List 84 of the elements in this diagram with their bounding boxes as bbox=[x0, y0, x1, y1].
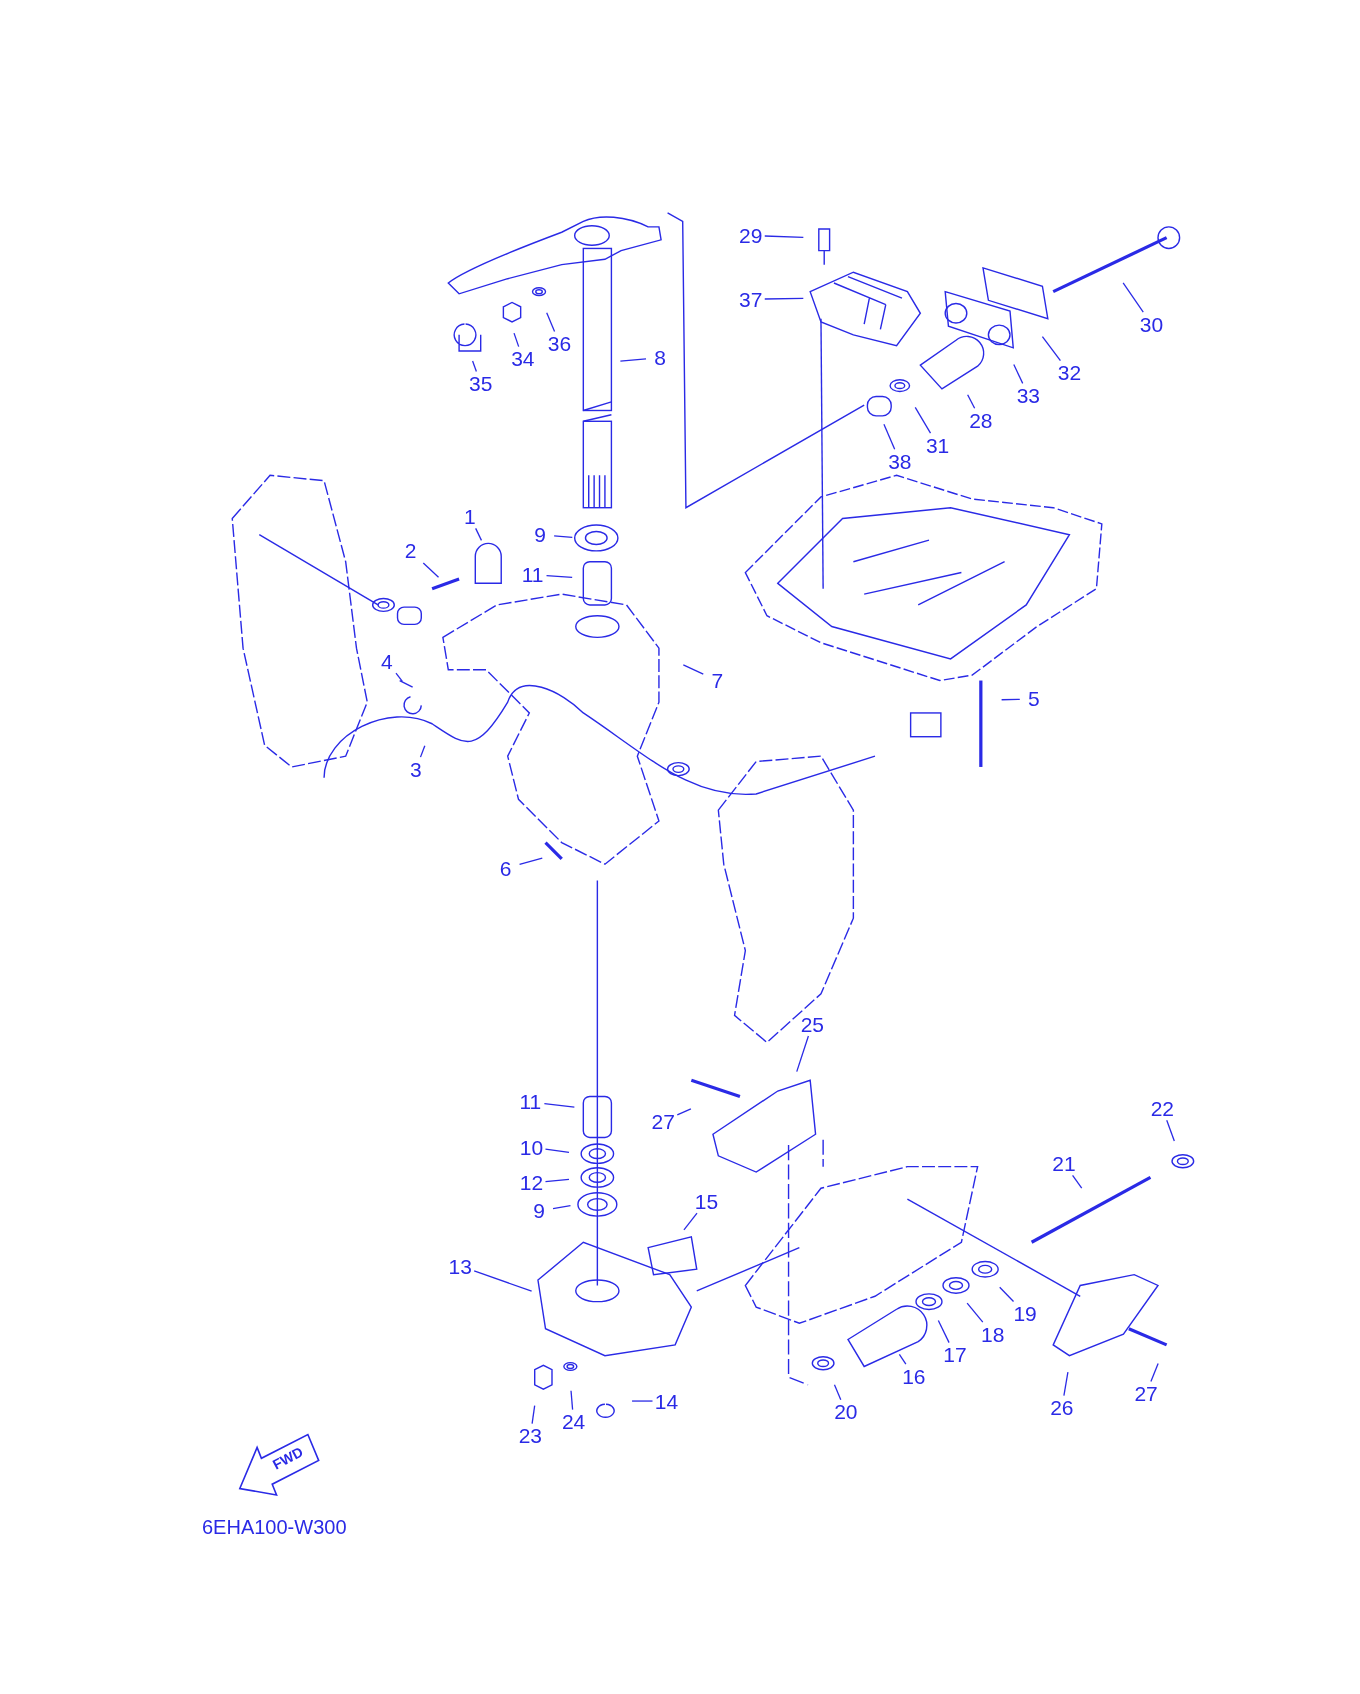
leader-line bbox=[531, 1404, 536, 1425]
callout-number: 38 bbox=[885, 449, 914, 474]
leader-line bbox=[513, 332, 520, 348]
callout-number: 33 bbox=[1014, 383, 1043, 408]
callout-number: 36 bbox=[545, 331, 574, 356]
leader-line bbox=[553, 535, 573, 538]
leader-line bbox=[546, 312, 556, 333]
leader-line bbox=[682, 664, 704, 675]
callout-number: 23 bbox=[516, 1423, 545, 1448]
callout-number: 21 bbox=[1050, 1151, 1078, 1176]
leader-line bbox=[543, 1102, 576, 1108]
callout-number: 28 bbox=[966, 408, 995, 433]
leader-line bbox=[937, 1319, 950, 1344]
callout-number: 25 bbox=[798, 1012, 827, 1037]
callout-number: 30 bbox=[1137, 312, 1166, 337]
leader-line bbox=[471, 360, 478, 373]
callout-number: 1 bbox=[455, 504, 484, 529]
leader-line bbox=[473, 1270, 533, 1292]
leader-line bbox=[1150, 1362, 1159, 1383]
leader-line bbox=[570, 1390, 574, 1411]
leader-line bbox=[631, 1400, 654, 1402]
leader-line bbox=[883, 423, 896, 450]
callout-number: 22 bbox=[1148, 1096, 1177, 1121]
leader-line bbox=[544, 1148, 570, 1154]
callout-number: 32 bbox=[1055, 360, 1084, 385]
leader-line bbox=[796, 1035, 810, 1073]
callout-number: 37 bbox=[736, 287, 765, 312]
callout-number: 16 bbox=[899, 1364, 928, 1389]
callout-number: 10 bbox=[517, 1135, 546, 1160]
leader-line bbox=[619, 358, 647, 362]
leader-line bbox=[1071, 1174, 1083, 1189]
callout-number: 11 bbox=[518, 562, 547, 587]
callout-number: 2 bbox=[396, 538, 425, 563]
callout-number: 27 bbox=[649, 1109, 678, 1134]
leader-line bbox=[552, 1205, 572, 1210]
leader-line bbox=[676, 1108, 692, 1116]
leader-line bbox=[914, 406, 932, 434]
leader-line bbox=[1013, 363, 1024, 384]
callout-number: 8 bbox=[646, 345, 674, 370]
leader-line bbox=[422, 562, 440, 578]
leader-line bbox=[1166, 1119, 1175, 1142]
callout-number: 26 bbox=[1047, 1395, 1076, 1420]
callout-number: 12 bbox=[517, 1170, 546, 1195]
callout-number: 34 bbox=[508, 346, 537, 371]
callout-number: 13 bbox=[446, 1254, 475, 1278]
callout-number: 7 bbox=[703, 668, 732, 693]
leader-line bbox=[544, 1178, 570, 1183]
leader-line bbox=[967, 394, 976, 409]
leader-line bbox=[545, 574, 573, 578]
callout-number: 18 bbox=[978, 1322, 1007, 1347]
leader-line bbox=[764, 297, 804, 300]
callout-number: 31 bbox=[923, 433, 952, 458]
callout-number: 9 bbox=[526, 522, 555, 547]
callout-number: 14 bbox=[652, 1389, 681, 1414]
callout-number: 3 bbox=[401, 757, 430, 782]
leader-line bbox=[999, 1286, 1015, 1303]
leader-line bbox=[419, 745, 426, 758]
leader-line bbox=[898, 1353, 907, 1365]
callout-number: 6 bbox=[491, 856, 520, 881]
leader-line bbox=[475, 527, 483, 541]
callout-number: 4 bbox=[372, 649, 401, 674]
leader-line bbox=[966, 1302, 984, 1323]
leader-line bbox=[395, 672, 403, 682]
callout-number: 19 bbox=[1011, 1301, 1040, 1326]
callout-number: 24 bbox=[559, 1409, 588, 1434]
callout-number: 27 bbox=[1132, 1381, 1161, 1406]
callout-number: 11 bbox=[516, 1089, 545, 1114]
callout-number: 29 bbox=[736, 223, 765, 248]
callout-number: 15 bbox=[692, 1189, 721, 1214]
callout-number: 9 bbox=[525, 1198, 553, 1223]
leader-line bbox=[1041, 336, 1062, 362]
leader-line bbox=[833, 1384, 842, 1401]
leader-line bbox=[764, 235, 804, 238]
leader-line bbox=[1000, 698, 1021, 701]
callout-number: 35 bbox=[466, 371, 495, 396]
leader-line bbox=[683, 1212, 698, 1231]
callout-number: 5 bbox=[1019, 686, 1048, 711]
drawing-code: 6EHA100-W300 bbox=[202, 1515, 347, 1540]
leader-line bbox=[518, 857, 543, 866]
leader-line bbox=[1063, 1371, 1069, 1397]
leader-line bbox=[1122, 282, 1144, 313]
callout-number: 17 bbox=[940, 1342, 969, 1367]
callout-number: 20 bbox=[831, 1399, 860, 1424]
direction-label: FWD bbox=[268, 1442, 307, 1475]
